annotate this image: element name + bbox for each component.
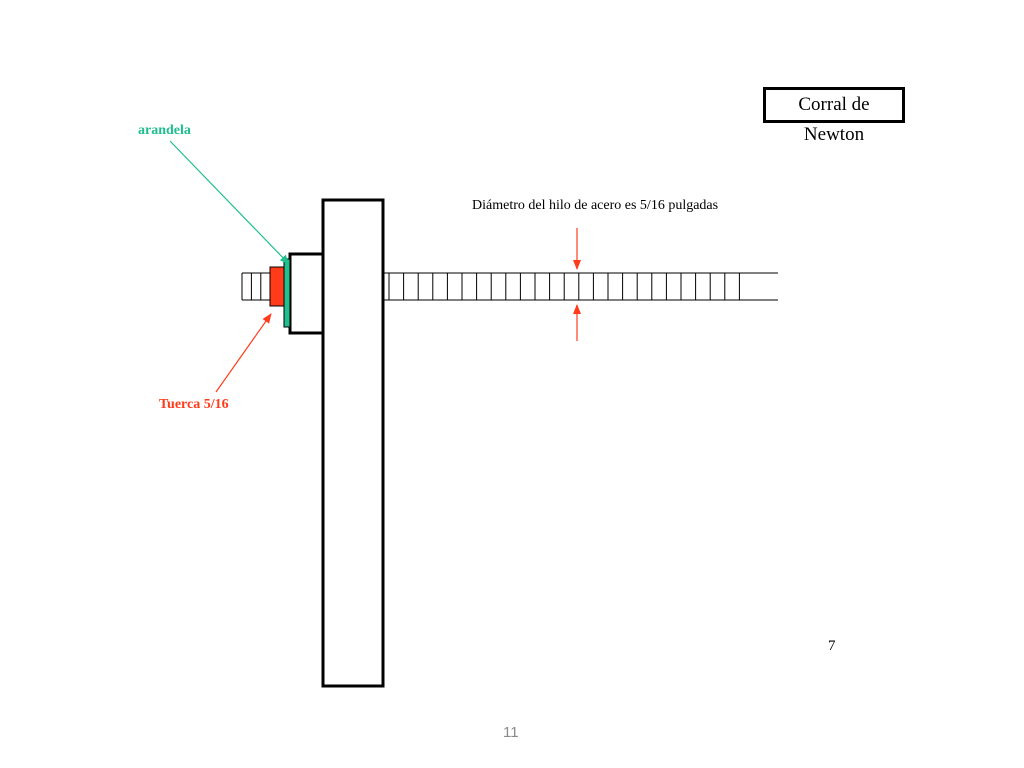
- slide-number: 11: [503, 724, 519, 741]
- tuerca-label: Tuerca 5/16: [159, 397, 229, 412]
- washer-arandela: [283, 258, 291, 328]
- vertical-post: [321, 198, 385, 688]
- page-number: 7: [828, 638, 836, 654]
- threaded-rod-left: [241, 272, 272, 301]
- nut-tuerca: [269, 266, 285, 307]
- diameter-label: Diámetro del hilo de acero es 5/16 pulga…: [472, 198, 719, 213]
- small-block: [288, 252, 325, 335]
- threaded-rod-right: [384, 272, 778, 301]
- diagram-title: Corral de Newton: [763, 87, 905, 145]
- tuerca-leader-arrow: [215, 313, 272, 393]
- arandela-leader-arrow: [169, 140, 290, 265]
- arandela-label: arandela: [138, 123, 191, 138]
